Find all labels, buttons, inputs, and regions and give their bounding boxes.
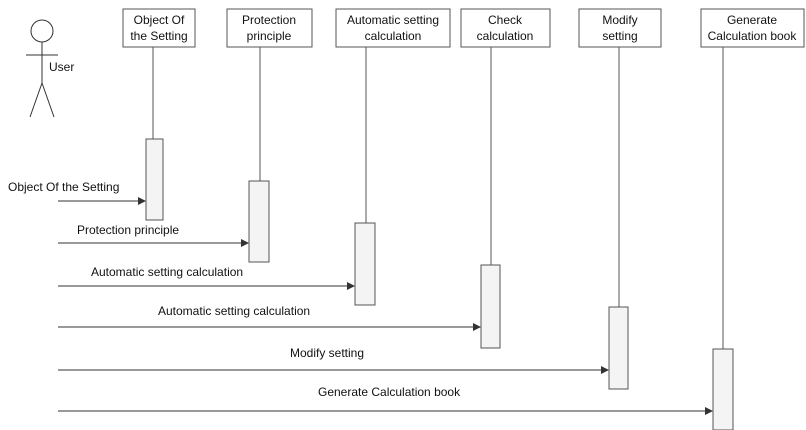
participant-box <box>226 8 313 48</box>
message-automatic-setting-calculation-1: Automatic setting calculation <box>58 265 355 290</box>
actor-head <box>30 19 54 43</box>
participant-generate-calculation-book: Generate Calculation book <box>700 8 805 430</box>
participant-label-line2: calculation <box>365 29 422 43</box>
activation-bar <box>145 138 164 221</box>
message-modify-setting: Modify setting <box>58 346 609 374</box>
participant-label-line1: Check <box>488 13 523 27</box>
user-actor: User <box>26 19 74 118</box>
participant-object-of-the-setting: Object Of the Setting <box>122 8 196 221</box>
participant-box <box>578 8 662 48</box>
participant-label-line1: Protection <box>242 13 296 27</box>
participant-box <box>700 8 805 48</box>
participant-label-line2: principle <box>247 29 292 43</box>
message-label: Modify setting <box>290 346 364 360</box>
participant-modify-setting: Modify setting <box>578 8 662 390</box>
participant-label-line2: Calculation book <box>708 29 798 43</box>
participant-box <box>460 8 551 48</box>
participant-automatic-setting-calculation: Automatic setting calculation <box>335 8 451 306</box>
arrowhead-icon <box>138 197 146 205</box>
participant-box <box>335 8 451 48</box>
participant-box <box>122 8 196 48</box>
message-automatic-setting-calculation-2: Automatic setting calculation <box>58 304 481 331</box>
arrowhead-icon <box>601 366 609 374</box>
participant-label-line1: Object Of <box>134 13 185 27</box>
actor-label: User <box>49 60 74 74</box>
message-generate-calculation-book: Generate Calculation book <box>58 385 713 415</box>
message-object-of-the-setting: Object Of the Setting <box>8 180 146 205</box>
participant-label-line1: Automatic setting <box>347 13 439 27</box>
activation-bar <box>248 180 270 263</box>
activation-bar <box>354 222 376 306</box>
message-label: Automatic setting calculation <box>158 304 310 318</box>
message-protection-principle: Protection principle <box>58 223 249 247</box>
activation-bar <box>480 264 501 349</box>
participant-label-line2: setting <box>602 29 637 43</box>
actor-left-leg <box>29 82 43 118</box>
participant-protection-principle: Protection principle <box>226 8 313 263</box>
actor-right-leg <box>41 82 55 118</box>
arrowhead-icon <box>241 239 249 247</box>
arrowhead-icon <box>347 282 355 290</box>
message-label: Automatic setting calculation <box>91 265 243 279</box>
activation-bar <box>608 306 629 390</box>
participant-label-line1: Generate <box>727 13 777 27</box>
arrowhead-icon <box>705 407 713 415</box>
arrowhead-icon <box>473 323 481 331</box>
participant-check-calculation: Check calculation <box>460 8 551 349</box>
participant-label-line2: the Setting <box>130 29 187 43</box>
activation-bar <box>712 348 734 430</box>
message-label: Protection principle <box>77 223 179 237</box>
participant-label-line2: calculation <box>477 29 534 43</box>
message-label: Object Of the Setting <box>8 180 119 194</box>
message-label: Generate Calculation book <box>318 385 461 399</box>
participant-label-line1: Modify <box>602 13 637 27</box>
